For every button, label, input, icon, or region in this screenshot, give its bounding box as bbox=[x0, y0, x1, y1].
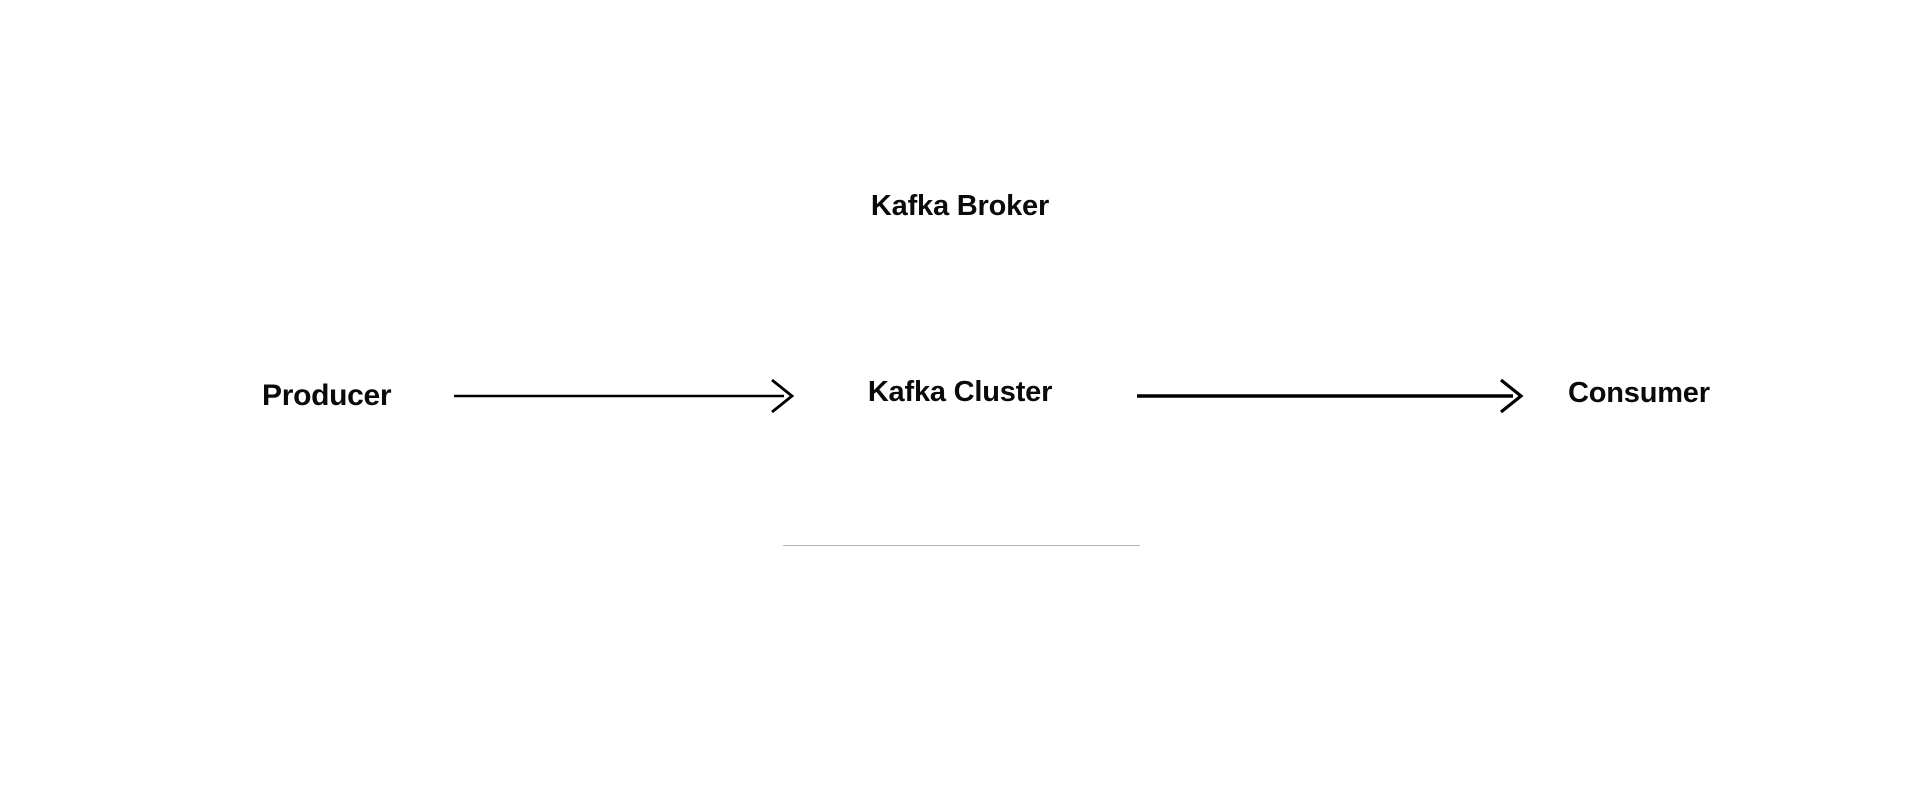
arrow-right-icon-producer-to-cluster bbox=[452, 375, 796, 417]
arrow-head bbox=[1500, 378, 1524, 414]
node-label-kafka-cluster: Kafka Cluster bbox=[867, 376, 1053, 408]
arrow-right-icon bbox=[454, 378, 795, 414]
arrow-right-icon bbox=[1137, 378, 1524, 414]
horizontal-divider bbox=[783, 545, 1140, 546]
node-label-producer: Producer bbox=[262, 379, 392, 412]
arrow-head bbox=[771, 378, 795, 414]
arrow-right-icon-cluster-to-consumer bbox=[1135, 375, 1525, 417]
node-label-kafka-broker: Kafka Broker bbox=[870, 190, 1050, 222]
node-label-consumer: Consumer bbox=[1568, 377, 1710, 409]
